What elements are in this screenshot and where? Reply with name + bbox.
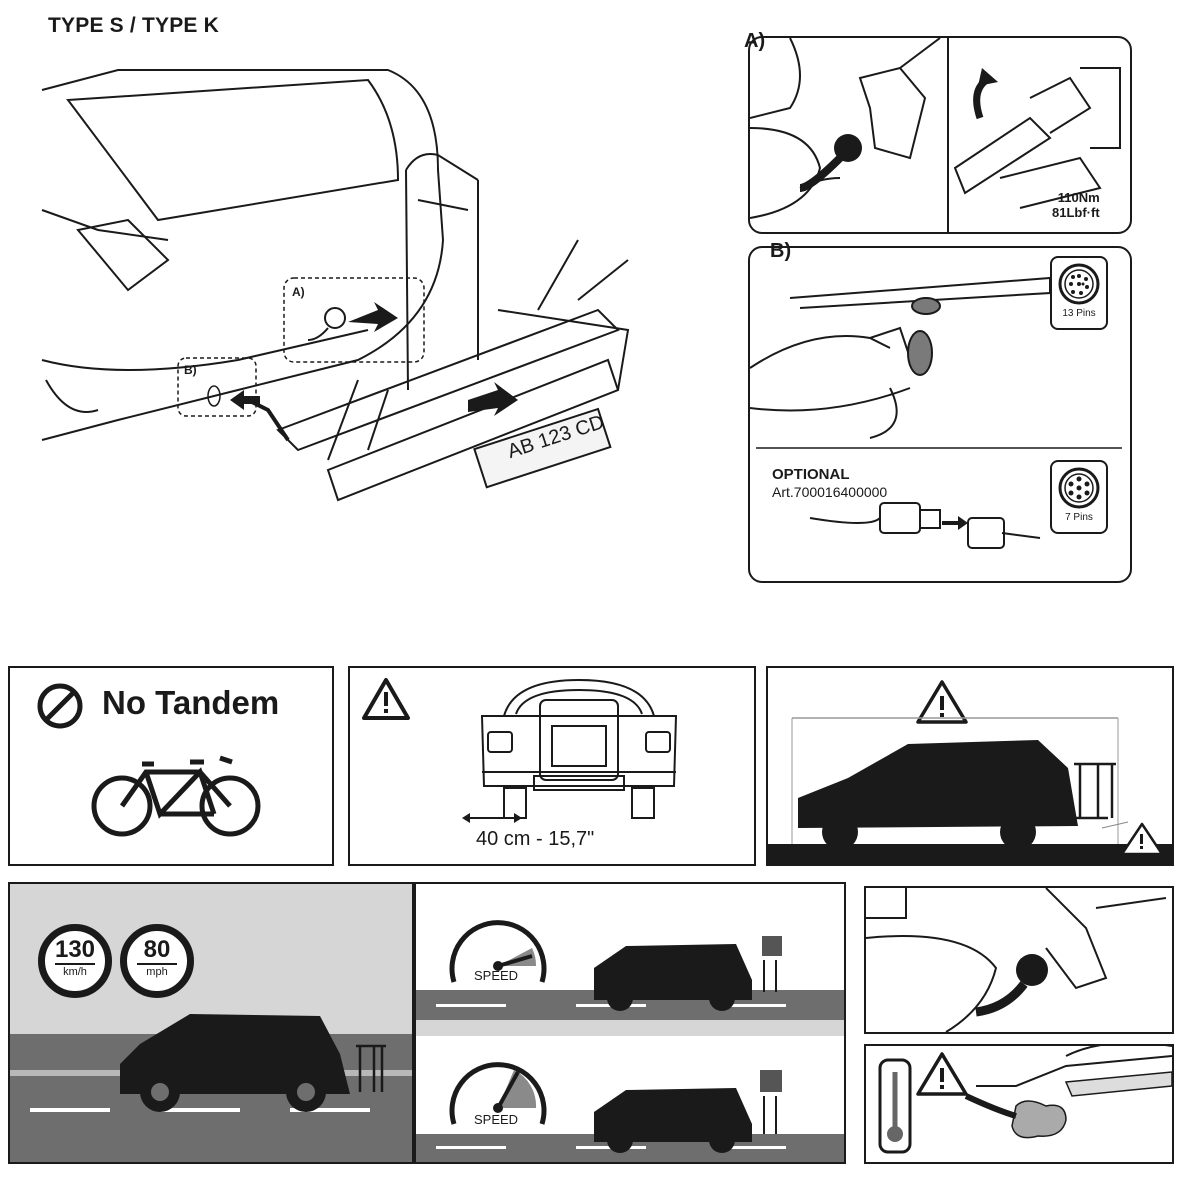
panel-b: 13 Pins OPTIONAL Art.700016400000 7 Pins xyxy=(748,246,1132,583)
main-illustration: A) B) AB 123 CD xyxy=(38,60,678,600)
tandem-bicycle-icon xyxy=(91,755,261,837)
7-pin-socket-icon xyxy=(1058,467,1100,509)
no-tandem-panel: No Tandem xyxy=(8,666,334,866)
speed-limit-panel: 130 km/h 80 mph xyxy=(8,882,414,1164)
speedometer-low-icon xyxy=(449,920,547,983)
speed-mph-value: 80 xyxy=(143,936,171,963)
page-title: TYPE S / TYPE K xyxy=(48,14,220,37)
callout-b-label: B) xyxy=(184,363,197,377)
speed-kmh-value: 130 xyxy=(54,936,96,963)
speed-label-top: SPEED xyxy=(474,968,519,983)
pins-13-badge: 13 Pins xyxy=(1050,256,1108,330)
13-pin-socket-icon xyxy=(1058,263,1100,305)
car-front-view-with-carrier xyxy=(480,678,678,819)
optional-label: OPTIONAL xyxy=(772,466,850,483)
speedometer-high-icon xyxy=(449,1062,547,1125)
speed-kmh-unit: km/h xyxy=(63,966,87,978)
torque-values: 110Nm 81Lbf·ft xyxy=(1052,190,1100,220)
towball-cleaning-illustration xyxy=(866,888,1167,1032)
prohibited-icon xyxy=(37,683,83,729)
car-side-length-illustration xyxy=(768,680,1172,864)
car-rear-with-bike-carrier xyxy=(41,69,630,502)
speed-gauge-panel: SPEED SPEED xyxy=(414,882,846,1164)
panel-a: 110Nm 81Lbf·ft xyxy=(748,36,1132,234)
torque-lbf: 81Lbf·ft xyxy=(1052,205,1100,220)
pins-7-badge: 7 Pins xyxy=(1050,460,1108,534)
speed-label-bottom: SPEED xyxy=(474,1112,519,1127)
speed-mph-unit: mph xyxy=(146,966,168,978)
pins-7-label: 7 Pins xyxy=(1065,512,1093,523)
speed-limit-mph-sign: 80 mph xyxy=(120,924,194,998)
torque-nm: 110Nm xyxy=(1057,190,1100,205)
width-warning-panel: 40 cm - 15,7" xyxy=(348,666,756,866)
pins-13-label: 13 Pins xyxy=(1062,308,1096,319)
heat-warning-panel xyxy=(864,1044,1174,1164)
width-arrow xyxy=(462,813,522,823)
speed-gauge-scenes xyxy=(416,936,844,1162)
warning-triangle-icon xyxy=(362,678,410,720)
no-tandem-text: No Tandem xyxy=(102,684,280,721)
exhaust-heat-illustration xyxy=(878,1046,1172,1154)
towball-clean-panel xyxy=(864,886,1174,1034)
article-number: Art.700016400000 xyxy=(772,484,888,500)
length-warning-panel xyxy=(766,666,1174,866)
width-measure-text: 40 cm - 15,7" xyxy=(476,828,595,850)
panel-b-label: B) xyxy=(770,240,792,262)
speed-limit-kmh-sign: 130 km/h xyxy=(38,924,112,998)
callout-a-label: A) xyxy=(292,285,305,299)
towball-cleaning-and-torque-illustration xyxy=(750,38,1121,232)
